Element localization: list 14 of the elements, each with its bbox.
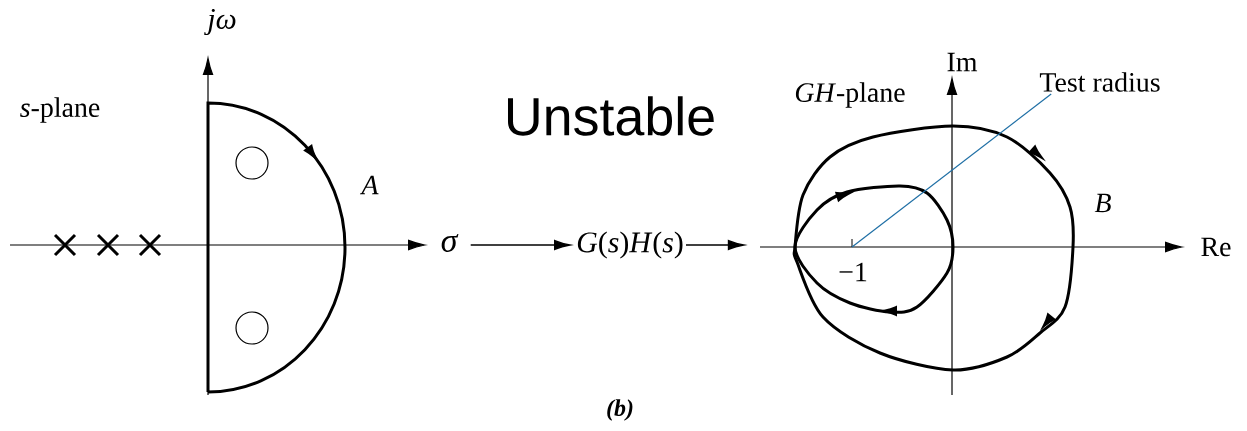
plane-label: s-plane <box>20 97 100 123</box>
s-plane-drawing <box>9 57 426 396</box>
arrow <box>685 239 745 251</box>
leader-line <box>851 93 1052 248</box>
arrow <box>469 239 571 251</box>
caption: (b) <box>607 399 633 421</box>
axis-label: Im <box>947 52 978 72</box>
point-label: −1 <box>839 262 867 282</box>
contour-label: A <box>359 175 379 195</box>
axis-label: Re <box>1201 237 1231 257</box>
transfer-function-text: G(s)H(s) <box>577 231 683 259</box>
test-radius-text: Test radius <box>1039 72 1160 92</box>
title: Unstable <box>508 96 714 136</box>
axis-label: σ <box>441 234 459 252</box>
